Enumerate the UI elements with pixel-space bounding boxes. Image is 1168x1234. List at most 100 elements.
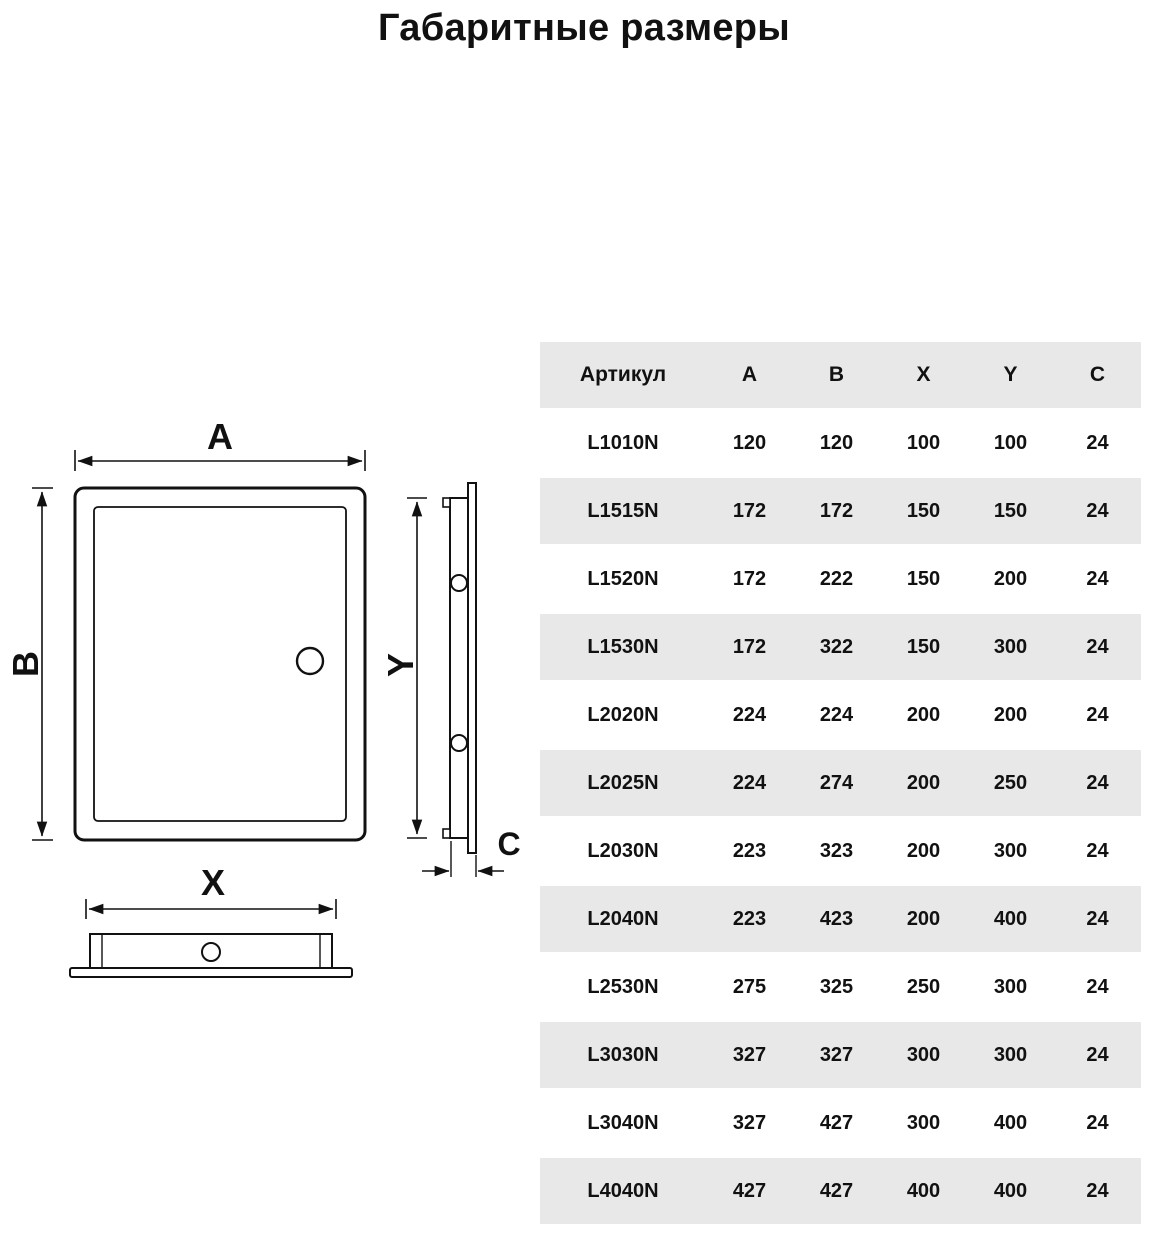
dim-label-x: X [201,862,225,903]
side-body [449,497,469,839]
value-cell: 250 [906,975,941,998]
value-cell: 427 [819,1179,854,1202]
bottom-hole [201,942,221,962]
value-cell: 200 [993,703,1028,726]
value-cell: 223 [732,907,767,930]
value-cell: 150 [993,499,1028,522]
article-cell: L2020N [587,703,659,726]
side-flange [467,482,477,854]
dim-x-lines [85,899,337,919]
dim-label-b: B [10,651,46,677]
value-cell: 150 [906,635,941,658]
value-cell: 423 [819,907,854,930]
value-cell: 120 [819,431,854,454]
article-cell: L1515N [587,499,659,522]
value-cell: 327 [819,1043,854,1066]
article-cell: L2040N [587,907,659,930]
value-cell: 100 [906,431,941,454]
value-cell: 300 [906,1043,941,1066]
value-cell: 172 [732,499,767,522]
article-cell: L2030N [587,839,659,862]
bottom-view [69,933,353,978]
panel-outer-frame [73,486,367,842]
article-cell: L1520N [587,567,659,590]
value-cell: 400 [993,1111,1028,1134]
column-header-b: B [828,363,845,386]
article-cell: L2025N [587,771,659,794]
article-cell: L3030N [587,1043,659,1066]
value-cell: 224 [732,703,767,726]
panel-door [93,506,347,822]
value-cell: 24 [1086,975,1109,998]
value-cell: 274 [819,771,854,794]
value-cell: 400 [906,1179,941,1202]
value-cell: 24 [1086,839,1109,862]
table-row: L3030N 327 327 300 300 24 [540,1022,1141,1088]
value-cell: 300 [906,1111,941,1134]
dim-y-lines [407,497,427,839]
value-cell: 427 [819,1111,854,1134]
article-cell: L4040N [587,1179,659,1202]
value-cell: 224 [819,703,854,726]
column-header-article: Артикул [579,363,667,386]
value-cell: 172 [819,499,854,522]
value-cell: 427 [732,1179,767,1202]
value-cell: 300 [993,635,1028,658]
value-cell: 224 [732,771,767,794]
value-cell: 300 [993,839,1028,862]
value-cell: 327 [732,1043,767,1066]
value-cell: 24 [1086,635,1109,658]
value-cell: 222 [819,567,854,590]
value-cell: 24 [1086,1043,1109,1066]
side-lip-bottom [442,828,451,839]
dim-a-lines [74,450,366,471]
value-cell: 24 [1086,499,1109,522]
article-cell: L3040N [587,1111,659,1134]
table-row: L1515N 172 172 150 150 24 [540,478,1141,544]
value-cell: 200 [906,907,941,930]
value-cell: 300 [993,975,1028,998]
value-cell: 24 [1086,703,1109,726]
value-cell: 120 [732,431,767,454]
page-title: Габаритные размеры [377,7,791,49]
value-cell: 24 [1086,907,1109,930]
side-lip-top [442,497,451,508]
value-cell: 200 [993,567,1028,590]
handle-hole [295,646,325,676]
mount-hole-bottom [450,734,468,752]
article-cell: L2530N [587,975,659,998]
value-cell: 24 [1086,431,1109,454]
column-header-a: A [741,363,758,386]
value-cell: 150 [906,499,941,522]
value-cell: 150 [906,567,941,590]
dim-label-y: Y [380,653,421,677]
dim-label-a: A [207,416,233,457]
dim-label-c: C [497,826,520,862]
side-view [442,482,477,854]
dimension-diagram: A B Y C [5,403,540,1063]
column-header-x: X [916,363,931,386]
value-cell: 24 [1086,567,1109,590]
value-cell: 275 [732,975,767,998]
value-cell: 325 [819,975,854,998]
table-row: L1530N 172 322 150 300 24 [540,614,1141,680]
value-cell: 172 [732,635,767,658]
value-cell: 322 [819,635,854,658]
front-view [73,486,367,842]
article-cell: L1530N [587,635,659,658]
mount-hole-top [450,574,468,592]
value-cell: 24 [1086,1111,1109,1134]
value-cell: 250 [993,771,1028,794]
value-cell: 300 [993,1043,1028,1066]
value-cell: 223 [732,839,767,862]
bottom-flange [69,967,353,978]
